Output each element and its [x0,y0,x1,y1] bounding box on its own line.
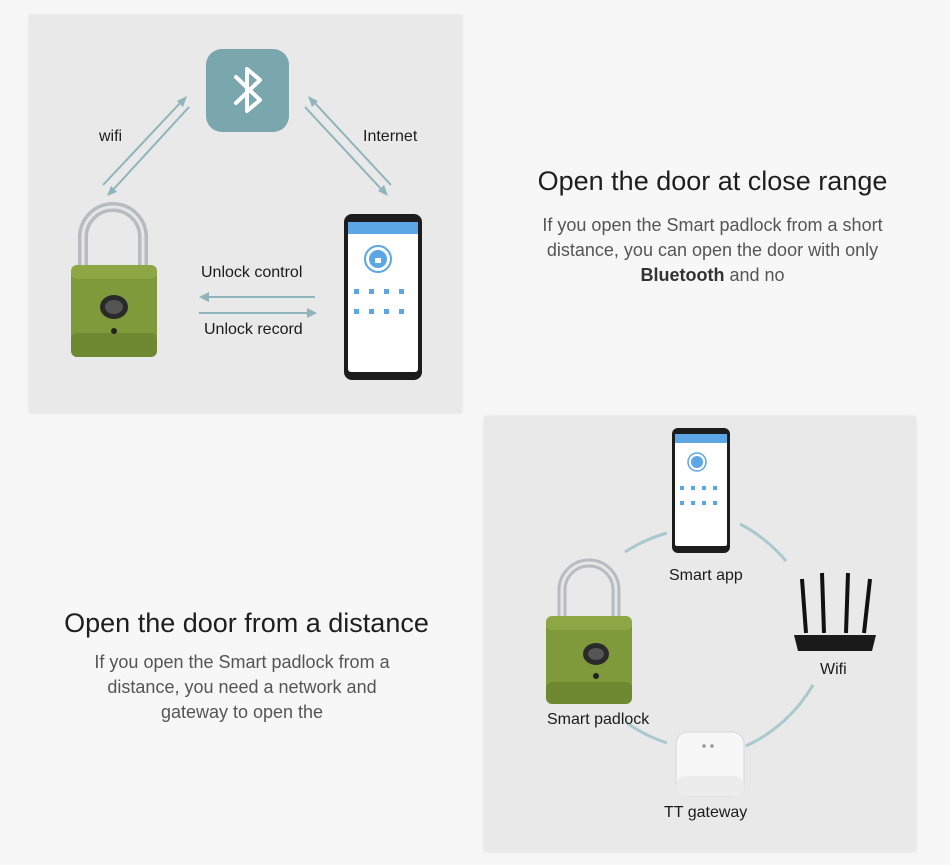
close-range-heading: Open the door at close range [537,166,888,196]
connection-circle [624,522,815,748]
smart-padlock-image [71,202,157,357]
unlock-record-arrow [199,308,317,318]
tt-gateway-image [675,731,745,797]
internet-label: Internet [363,128,418,145]
wifi-router-image [794,572,876,651]
remote-description: If you open the Smart padlock from a dis… [94,652,390,722]
wifi-label: Wifi [820,661,847,678]
smartphone-app-image [672,428,730,553]
smart-app-label: Smart app [669,567,743,584]
smart-padlock-label: Smart padlock [547,711,650,728]
bluetooth-icon [206,49,289,132]
close-range-diagram-panel: wifi Internet Unlock control Unlock reco… [29,15,462,413]
smartphone-app-image [344,214,422,380]
wifi-link-arrows [102,96,190,196]
smart-padlock-image [546,558,632,704]
wifi-label: wifi [99,128,123,145]
unlock-control-arrow [199,292,315,302]
unlock-record-label: Unlock record [204,321,303,338]
bluetooth-emphasis: Bluetooth [640,265,725,285]
internet-link-arrows [304,96,392,196]
remote-heading: Open the door from a distance [64,608,429,638]
unlock-control-label: Unlock control [201,264,303,281]
tt-gateway-label: TT gateway [664,804,748,821]
remote-diagram-panel: Smart app Wifi Smart padlock TT gateway [484,416,916,852]
close-range-description: If you open the Smart padlock from a sho… [542,215,883,285]
